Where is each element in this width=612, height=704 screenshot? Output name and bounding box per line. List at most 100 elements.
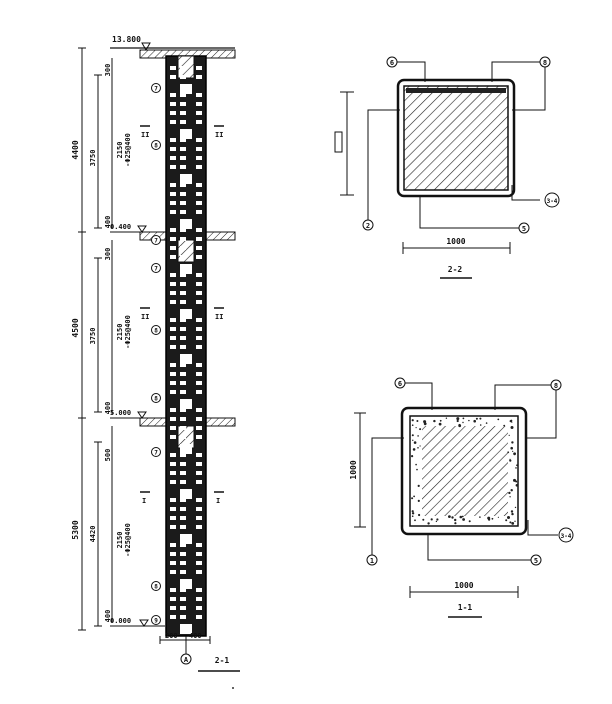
stirrup-opening	[180, 165, 186, 169]
aggregate-dot	[413, 495, 415, 498]
stirrup-opening	[180, 147, 186, 151]
aggregate-dot	[468, 520, 471, 523]
aggregate-dot	[497, 516, 499, 518]
stirrup-opening	[196, 471, 202, 475]
aggregate-dot	[510, 489, 513, 492]
stirrup-opening	[196, 390, 202, 394]
aggregate-dot	[416, 468, 418, 471]
aggregate-dot	[513, 452, 516, 456]
aggregate-dot	[458, 424, 462, 428]
stirrup-opening	[170, 462, 176, 466]
aggregate-dot	[411, 510, 414, 513]
svg-text:II: II	[215, 131, 223, 139]
callout-circle	[151, 325, 161, 335]
stirrup-opening	[170, 372, 176, 376]
callout-circle	[151, 263, 161, 273]
stirrup-opening	[196, 606, 202, 610]
aggregate-dot	[433, 419, 436, 423]
stirrup-opening	[180, 327, 186, 331]
aggregate-dot	[462, 518, 465, 521]
aggregate-dot	[514, 520, 516, 522]
level-marker-base: 0.000	[110, 617, 165, 627]
callout-circle	[151, 393, 161, 403]
aggregate-dot	[511, 512, 514, 516]
svg-text:II: II	[215, 313, 223, 321]
svg-text:1000: 1000	[454, 581, 473, 590]
stirrup-opening	[196, 120, 202, 124]
aggregate-dot	[459, 515, 463, 519]
stirrup-opening	[180, 417, 186, 421]
level-low-label: 5.000	[110, 409, 131, 417]
stirrup-opening	[180, 615, 186, 619]
aggregate-dot	[462, 421, 464, 424]
section-1-1: 1000 6 8 1 3-4 5 1000 1-1	[349, 377, 574, 618]
aggregate-dot	[462, 417, 465, 420]
svg-text:3-4: 3-4	[561, 533, 572, 540]
aggregate-dot	[422, 518, 425, 521]
aggregate-dot	[510, 510, 514, 513]
stirrup-opening	[170, 543, 176, 547]
stirrup-opening	[180, 390, 186, 394]
stirrup-opening	[170, 291, 176, 295]
callout-circle	[151, 447, 161, 457]
stirrup-opening	[170, 570, 176, 574]
elevation-caption: 2-1	[198, 656, 240, 689]
callout-label: 8	[154, 143, 158, 150]
stirrup-opening	[196, 480, 202, 484]
stirrup-opening	[170, 282, 176, 286]
stirrup-opening	[180, 309, 192, 319]
level-marker-top: 13.800	[110, 35, 235, 52]
stirrup-opening	[196, 543, 202, 547]
stirrup-opening	[196, 300, 202, 304]
stirrup-opening	[170, 597, 176, 601]
stirrup-opening	[170, 615, 176, 619]
svg-text:I: I	[216, 497, 220, 505]
stirrup-opening	[170, 237, 176, 241]
aggregate-dot	[456, 419, 459, 423]
axis-label: A	[184, 656, 189, 664]
callout-circle	[151, 581, 161, 591]
stirrup-opening	[196, 111, 202, 115]
svg-text:8: 8	[543, 59, 547, 67]
aggregate-dot	[411, 515, 414, 517]
stirrup-opening	[180, 66, 186, 70]
callout-label: 7	[154, 238, 158, 245]
aggregate-dot	[510, 426, 514, 429]
stirrup-opening	[180, 120, 186, 124]
stirrup-opening	[196, 381, 202, 385]
stirrup-opening	[170, 192, 176, 196]
callout-label: 8	[154, 584, 158, 591]
dim-lower-overall: 5300	[71, 520, 80, 539]
stirrup-opening	[180, 174, 192, 184]
aggregate-dot	[423, 420, 427, 424]
stirrup-opening	[180, 534, 192, 544]
stirrup-opening	[196, 561, 202, 565]
svg-text:I: I	[142, 497, 146, 505]
aggregate-dot	[461, 515, 464, 518]
stirrup-opening	[170, 498, 176, 502]
stirrup-opening	[196, 210, 202, 214]
stirrup-opening	[196, 66, 202, 70]
stirrup-opening	[180, 426, 186, 430]
aggregate-dot	[488, 518, 491, 521]
stirrup-opening	[196, 327, 202, 331]
dim-lower-span: 4420	[89, 526, 97, 543]
dim-middle-span: 3750	[89, 328, 97, 345]
stirrup-opening	[170, 390, 176, 394]
stirrup-opening	[180, 552, 186, 556]
dim-small-low-2: 400	[104, 610, 112, 623]
stirrup-opening	[196, 408, 202, 412]
stirrup-opening	[170, 345, 176, 349]
dim-small-top-2: 400	[104, 216, 112, 229]
stirrup-opening	[170, 210, 176, 214]
dim-small-mid-2: 400	[104, 402, 112, 415]
stirrup-opening	[170, 93, 176, 97]
aggregate-dot	[417, 484, 420, 487]
stirrup-opening	[180, 597, 186, 601]
section-1-1-dimension: 1000	[409, 581, 519, 598]
svg-text:2: 2	[366, 222, 370, 230]
aggregate-dot	[479, 417, 482, 420]
stirrup-opening	[196, 507, 202, 511]
section-2-2: 6 8 2 3-4 5 1000 2-2	[334, 56, 560, 279]
